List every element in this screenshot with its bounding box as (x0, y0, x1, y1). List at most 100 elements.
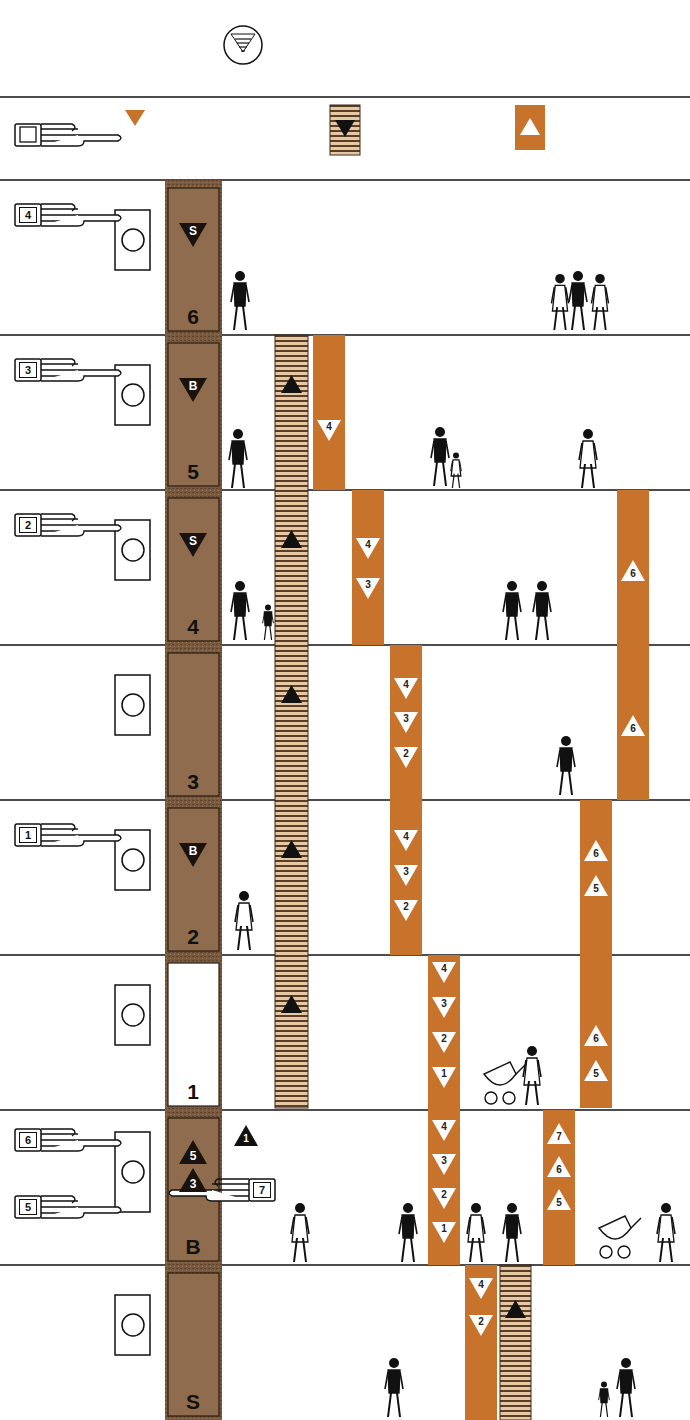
person-head (453, 453, 459, 459)
person-arms (523, 1060, 541, 1077)
person-legs (582, 464, 594, 488)
direction-triangle (584, 875, 608, 896)
hand-index (41, 135, 121, 146)
call-bar (515, 105, 545, 150)
floor-line (0, 1109, 690, 1111)
hand-cuff (15, 1129, 41, 1151)
person-head (595, 274, 605, 284)
pointing-hand (15, 1129, 121, 1151)
hand-number: 2 (25, 520, 31, 531)
person-figure (263, 605, 274, 640)
pointing-hand (15, 514, 121, 536)
level-symbol (224, 26, 262, 64)
person-figure (385, 1358, 403, 1417)
call-number: 3 (365, 580, 371, 590)
hand-number: 7 (259, 1185, 265, 1196)
person-body (580, 441, 596, 468)
person-arms (399, 1217, 417, 1234)
floor-line (0, 96, 690, 98)
direction-triangle (432, 962, 456, 983)
elevator-door (168, 653, 219, 796)
person-legs (232, 464, 244, 488)
person-figure (551, 274, 568, 330)
direction-triangle (394, 678, 418, 699)
call-button (122, 384, 144, 406)
car-call-marker: 5 (179, 1140, 207, 1164)
direction-triangle (234, 1125, 258, 1146)
call-number: 3 (403, 867, 409, 877)
person-body (451, 460, 461, 476)
person-head (233, 429, 243, 439)
call-button (122, 229, 144, 251)
direction-triangle (584, 840, 608, 861)
person-figure (231, 271, 249, 330)
person-arms (467, 1217, 485, 1234)
elevator-door (168, 498, 219, 641)
person-arms (557, 750, 575, 767)
hand-number: 4 (25, 210, 31, 221)
direction-triangle (179, 223, 207, 247)
floor-label: 4 (173, 614, 213, 638)
direction-triangle (432, 997, 456, 1018)
person-head (235, 271, 245, 281)
button-panel (115, 985, 150, 1045)
floor-label: 3 (173, 769, 213, 793)
person-legs (294, 1238, 306, 1262)
call-number: 3 (441, 1156, 447, 1166)
person-arms (385, 1372, 403, 1389)
call-marker: 2 (469, 1315, 493, 1336)
call-marker: 4 (432, 962, 456, 983)
person-head (265, 605, 271, 611)
striped-bar (330, 105, 360, 155)
person-head (235, 581, 245, 591)
car-call-marker: B (179, 378, 207, 402)
hand-finger (41, 134, 78, 135)
call-number: 6 (593, 1034, 599, 1044)
person-legs (234, 616, 246, 640)
person-head (537, 581, 547, 591)
pram (599, 1216, 641, 1258)
elevator-door (168, 1273, 219, 1416)
hand-finger (41, 369, 78, 370)
call-marker: 3 (432, 997, 456, 1018)
pram-wheel (600, 1246, 612, 1258)
person-head (435, 427, 445, 437)
direction-triangle (125, 110, 145, 126)
direction-triangle (179, 1140, 207, 1164)
hand-index (41, 215, 121, 226)
floor-number: B (185, 1236, 200, 1257)
hand-finger (41, 208, 78, 209)
call-bar (352, 490, 384, 645)
person-arms (569, 285, 587, 302)
call-button (122, 694, 144, 716)
call-marker: 2 (432, 1188, 456, 1209)
person-figure (591, 274, 608, 330)
call-number: 5 (593, 884, 599, 894)
hand-number: 1 (25, 830, 31, 841)
person-legs (238, 926, 250, 950)
hand-finger (41, 1133, 78, 1134)
direction-triangle (394, 830, 418, 851)
elevator-door (168, 963, 219, 1106)
call-marker: 6 (584, 1025, 608, 1046)
direction-triangle (281, 995, 302, 1013)
hand-box: 3 (19, 362, 37, 378)
person-body (552, 285, 567, 311)
person-legs (264, 626, 271, 640)
person-legs (560, 771, 572, 795)
person-legs (554, 307, 565, 330)
person-figure (231, 581, 249, 640)
hand-index (41, 835, 121, 846)
hand-box: 2 (19, 517, 37, 533)
call-bar (465, 1265, 497, 1420)
hand-box: 4 (19, 207, 37, 223)
direction-triangle (432, 1032, 456, 1053)
call-number: 4 (365, 540, 371, 550)
direction-triangle (547, 1189, 571, 1210)
pointing-hand (15, 359, 121, 381)
direction-triangle (547, 1156, 571, 1177)
hand-box: 7 (253, 1182, 271, 1198)
person-figure (503, 1203, 521, 1262)
hand-thumb (215, 1179, 249, 1186)
